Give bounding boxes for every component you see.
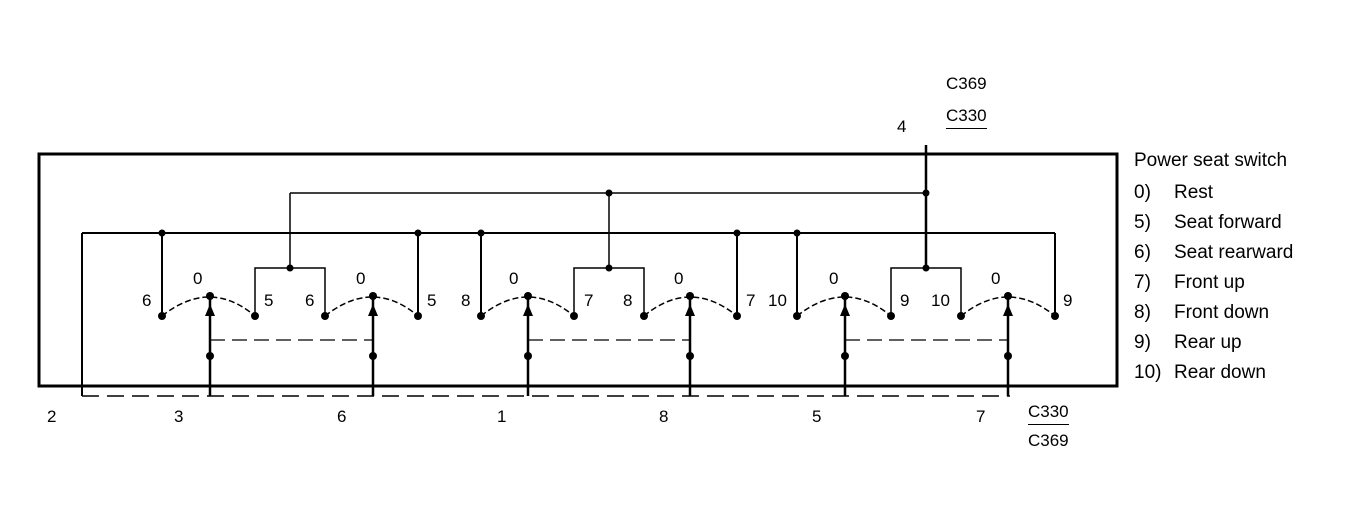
switch-3 xyxy=(477,292,578,396)
connector-bottom-line1: C330 xyxy=(1028,402,1069,425)
bottom-pin-6: 5 xyxy=(812,407,821,426)
sw6-center: 0 xyxy=(991,269,1000,288)
sw4-center: 0 xyxy=(674,269,683,288)
legend-item: 9) Rear up xyxy=(1134,328,1293,358)
connector-bottom-line1-text: C330 xyxy=(1028,402,1069,425)
connector-bottom-line2: C369 xyxy=(1028,431,1069,450)
switch-1 xyxy=(158,292,259,396)
bottom-pin-labels: 2 3 6 1 8 5 7 xyxy=(47,407,985,426)
connector-top-line2: C330 xyxy=(946,106,987,129)
legend-item: 0) Rest xyxy=(1134,178,1293,208)
switch-4 xyxy=(640,292,741,396)
switch-2 xyxy=(321,292,422,396)
sw3-center: 0 xyxy=(509,269,518,288)
sw6-right: 9 xyxy=(1063,291,1072,310)
bottom-pin-7: 7 xyxy=(976,407,985,426)
connector-top-line1: C369 xyxy=(946,74,987,93)
bottom-pin-1: 2 xyxy=(47,407,56,426)
sw2-right: 5 xyxy=(427,291,436,310)
legend-item: 10) Rear down xyxy=(1134,358,1293,388)
sw1-right: 5 xyxy=(264,291,273,310)
sw5-right: 9 xyxy=(900,291,909,310)
legend-key: 8) xyxy=(1134,302,1151,323)
sw2-left: 6 xyxy=(305,291,314,310)
connector-bottom: C330 C369 xyxy=(1028,402,1069,451)
legend-key: 5) xyxy=(1134,212,1151,233)
switch-5 xyxy=(793,292,895,396)
legend-label: Front up xyxy=(1174,272,1245,293)
bottom-pin-2: 3 xyxy=(174,407,183,426)
bottom-pin-5: 8 xyxy=(659,407,668,426)
legend-label: Rear up xyxy=(1174,332,1242,353)
legend-item: 7) Front up xyxy=(1134,268,1293,298)
legend-item: 8) Front down xyxy=(1134,298,1293,328)
switch-labels: 6 0 5 6 0 5 8 0 7 8 0 7 10 0 9 10 0 9 xyxy=(142,269,1072,310)
sw2-center: 0 xyxy=(356,269,365,288)
connector-top-line2-text: C330 xyxy=(946,106,987,129)
legend: Power seat switch 0)Rest 5)Seat forward … xyxy=(1134,150,1293,388)
sw4-right: 7 xyxy=(746,291,755,310)
legend-item: 5) Seat forward xyxy=(1134,208,1293,238)
sw3-left: 8 xyxy=(461,291,470,310)
sw4-left: 8 xyxy=(623,291,632,310)
junction-dots xyxy=(158,189,930,272)
legend-label: Seat forward xyxy=(1174,212,1282,233)
legend-label: Front down xyxy=(1174,302,1270,323)
legend-key: 7) xyxy=(1134,272,1151,293)
legend-label: Rear down xyxy=(1174,362,1266,383)
switch-housing xyxy=(37,152,1119,388)
legend-key: 9) xyxy=(1134,332,1151,353)
legend-item: 6) Seat rearward xyxy=(1134,238,1293,268)
bottom-pin-4: 1 xyxy=(497,407,506,426)
sw5-left: 10 xyxy=(768,291,787,310)
legend-title: Power seat switch xyxy=(1134,150,1288,171)
sw1-left: 6 xyxy=(142,291,151,310)
bus-lines xyxy=(81,145,1056,397)
legend-label: Seat rearward xyxy=(1174,242,1294,263)
sw6-left: 10 xyxy=(931,291,950,310)
legend-key: 0) xyxy=(1134,182,1151,203)
legend-label: Rest xyxy=(1174,182,1214,203)
sw1-center: 0 xyxy=(193,269,202,288)
sw5-center: 0 xyxy=(829,269,838,288)
bottom-pin-3: 6 xyxy=(337,407,346,426)
switch-6 xyxy=(957,292,1059,396)
pin-4-label: 4 xyxy=(897,117,906,136)
sw3-right: 7 xyxy=(584,291,593,310)
legend-key: 6) xyxy=(1134,242,1151,263)
connector-top: C369 C330 xyxy=(946,74,987,129)
legend-key: 10) xyxy=(1134,362,1162,383)
